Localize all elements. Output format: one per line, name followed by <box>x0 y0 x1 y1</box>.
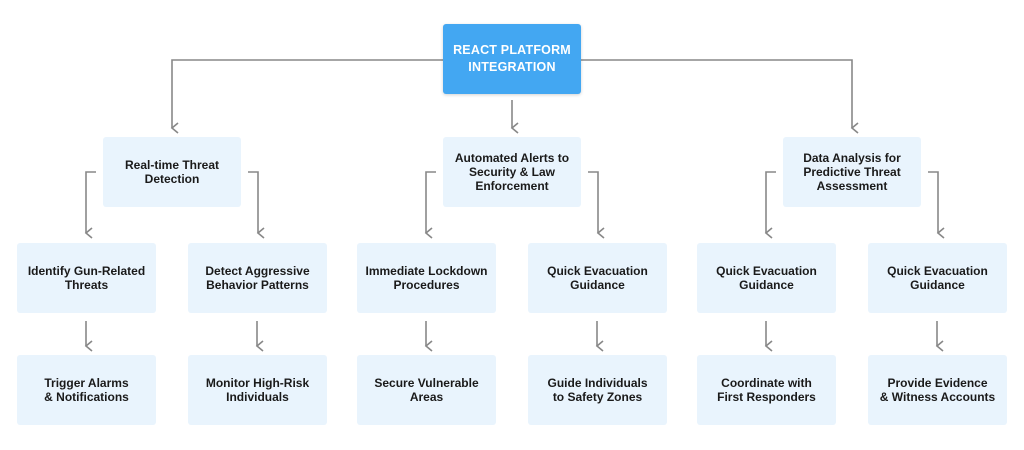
connector-branch-2-to-child-2 <box>588 171 605 239</box>
branch-node-data-analysis: Data Analysis for Predictive Threat Asse… <box>783 137 921 207</box>
connector-root-to-branch-3 <box>581 59 859 134</box>
leaf-node-monitor-high-risk: Monitor High-Risk Individuals <box>188 355 327 425</box>
connector-root-to-branch-1 <box>170 59 443 134</box>
leaf-node-secure-vulnerable-areas: Secure Vulnerable Areas <box>357 355 496 425</box>
leaf-node-provide-evidence: Provide Evidence & Witness Accounts <box>868 355 1007 425</box>
leaf-node-trigger-alarms: Trigger Alarms & Notifications <box>17 355 156 425</box>
connector-branch-2-to-child-1 <box>424 171 436 239</box>
branch-node-real-time-threat-detection: Real-time Threat Detection <box>103 137 241 207</box>
child-node-immediate-lockdown: Immediate Lockdown Procedures <box>357 243 496 313</box>
child-node-quick-evacuation-guidance: Quick Evacuation Guidance <box>697 243 836 313</box>
leaf-node-guide-individuals: Guide Individuals to Safety Zones <box>528 355 667 425</box>
child-node-quick-evacuation-guidance: Quick Evacuation Guidance <box>868 243 1007 313</box>
child-node-quick-evacuation-guidance: Quick Evacuation Guidance <box>528 243 667 313</box>
child-node-detect-aggressive-behavior: Detect Aggressive Behavior Patterns <box>188 243 327 313</box>
connector-branch-3-to-child-1 <box>764 171 776 239</box>
branch-node-automated-alerts: Automated Alerts to Security & Law Enfor… <box>443 137 581 207</box>
root-node: REACT PLATFORM INTEGRATION <box>443 24 581 94</box>
leaf-node-coordinate-first-responders: Coordinate with First Responders <box>697 355 836 425</box>
connector-branch-1-to-child-1 <box>84 171 96 239</box>
connector-branch-3-to-child-2 <box>928 171 945 239</box>
connector-branch-1-to-child-2 <box>248 171 265 239</box>
child-node-identify-gun-related-threats: Identify Gun-Related Threats <box>17 243 156 313</box>
